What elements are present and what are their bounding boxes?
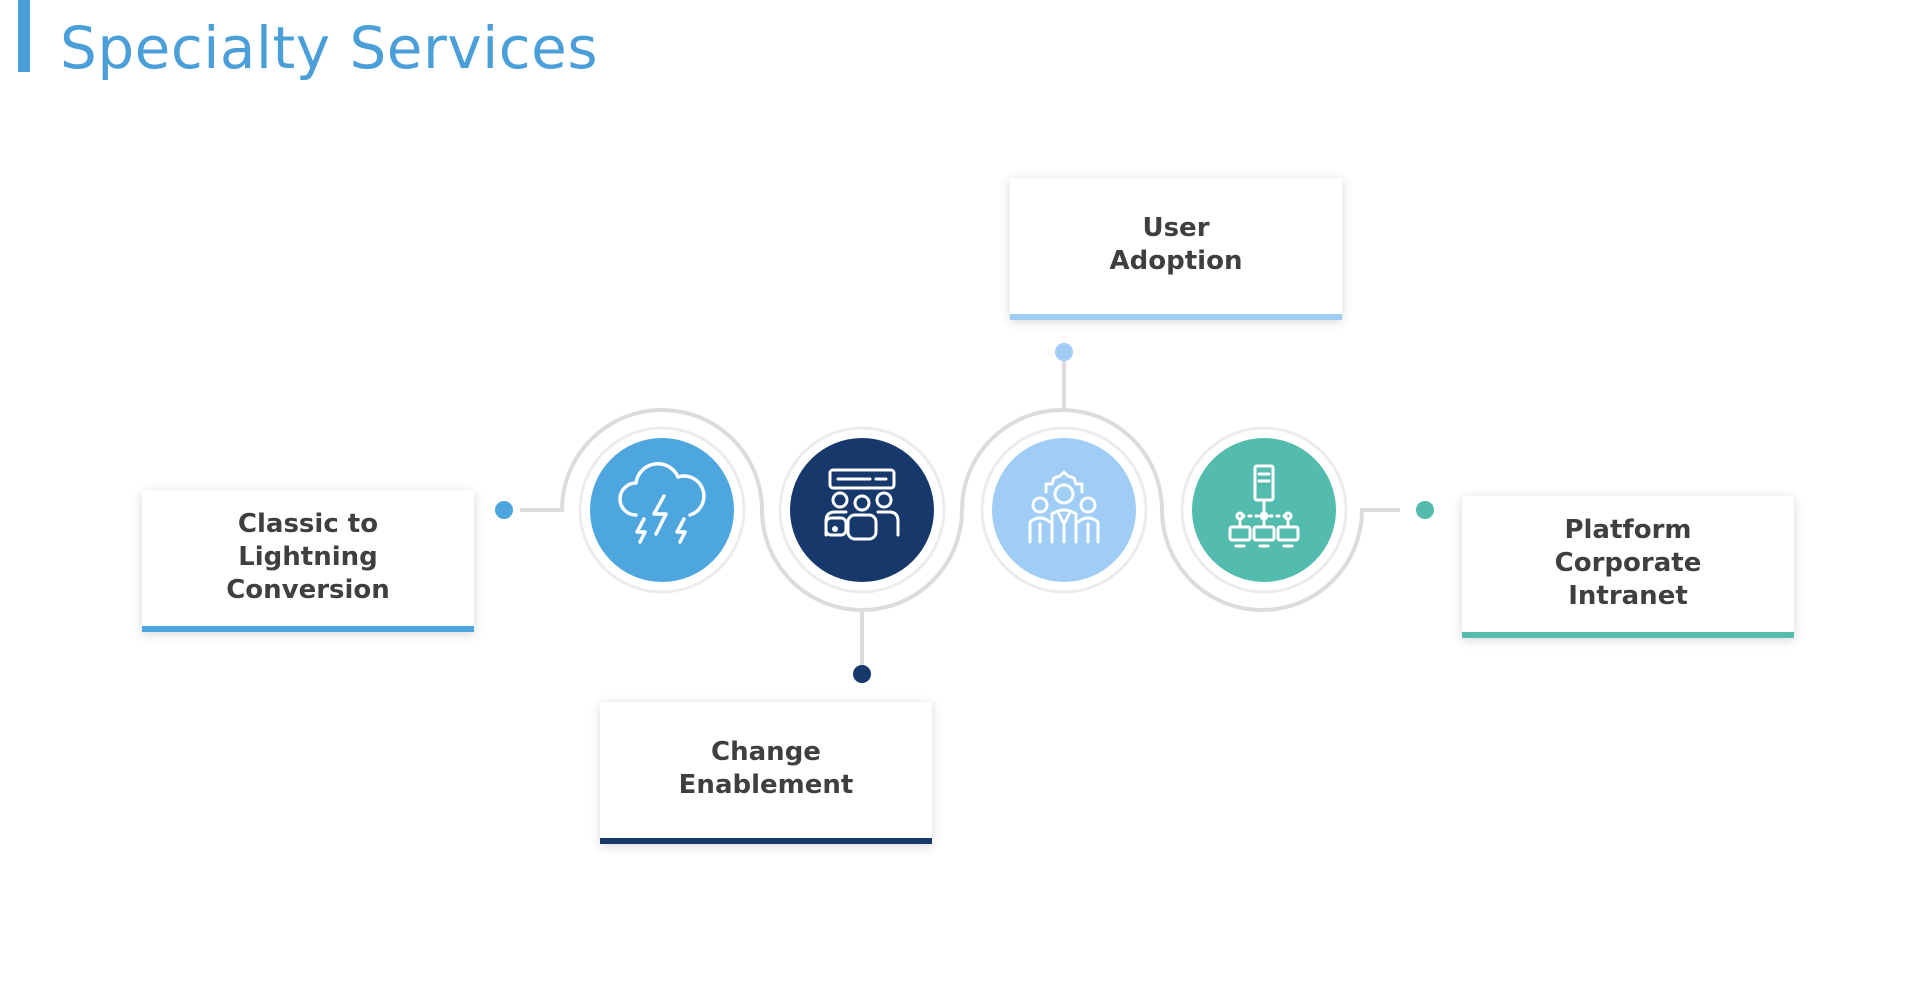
page-title: Specialty Services <box>60 14 599 82</box>
connector-dot-change <box>853 665 871 683</box>
service-card-label: Classic to Lightning Conversion <box>226 508 390 605</box>
service-card-underline <box>1010 314 1342 320</box>
service-card-platform-corporate-intranet: Platform Corporate Intranet <box>1462 496 1794 638</box>
service-node-change <box>778 426 946 594</box>
service-card-label: Change Enablement <box>678 737 854 800</box>
service-card-underline <box>600 838 932 844</box>
service-card-label: User Adoption <box>1109 213 1243 276</box>
title-accent-bar <box>18 0 30 72</box>
connector-dot-user <box>1055 343 1073 361</box>
service-card-classic-to-lightning: Classic to Lightning Conversion <box>142 490 474 632</box>
service-node-user <box>980 426 1148 594</box>
service-node-classic <box>578 426 746 594</box>
network-server-icon <box>1228 464 1300 548</box>
connector-dot-platform <box>1416 501 1434 519</box>
service-card-underline <box>1462 632 1794 638</box>
service-node-platform <box>1180 426 1348 594</box>
service-card-change-enablement: Change Enablement <box>600 702 932 844</box>
connector-track <box>520 352 1400 672</box>
team-meeting-icon <box>824 468 900 541</box>
storm-cloud-icon <box>618 462 706 544</box>
service-card-user-adoption: User Adoption <box>1010 178 1342 320</box>
team-gear-icon <box>1028 470 1100 544</box>
connector-dot-classic <box>495 501 513 519</box>
service-card-underline <box>142 626 474 632</box>
service-card-label: Platform Corporate Intranet <box>1554 514 1702 611</box>
